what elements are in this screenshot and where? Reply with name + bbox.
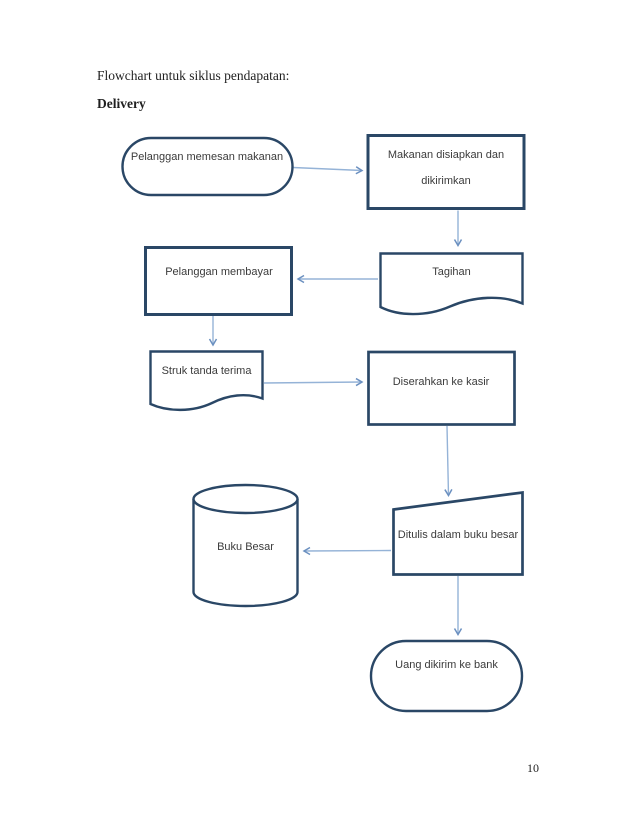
node-label-record: Ditulis dalam buku besar xyxy=(397,529,519,541)
connector-record-ledger xyxy=(302,546,392,556)
page-title: Flowchart untuk siklus pendapatan: xyxy=(97,68,290,83)
node-label-order: Pelanggan memesan makanan xyxy=(130,151,284,163)
document-shape-invoice xyxy=(379,252,524,316)
process-shape-cashier xyxy=(367,350,516,426)
section-heading: Delivery xyxy=(97,96,146,111)
node-label-ledger: Buku Besar xyxy=(217,541,274,553)
terminator-shape-bank xyxy=(369,639,524,713)
node-label-prepare: Makanan disiapkan dan dikirimkan xyxy=(387,149,505,187)
node-label-cashier: Diserahkan ke kasir xyxy=(392,376,490,388)
terminator-shape-order xyxy=(121,136,294,197)
page-number: 10 xyxy=(527,761,539,775)
node-label-invoice: Tagihan xyxy=(432,266,471,278)
process-shape-prepare xyxy=(366,134,526,210)
manual-input-shape-record xyxy=(392,490,524,576)
document-shape-receipt xyxy=(149,350,264,412)
node-label-pay: Pelanggan membayar xyxy=(165,266,273,278)
database-cylinder-top-ledger xyxy=(192,483,299,515)
connector-order-prepare xyxy=(292,166,364,175)
process-shape-pay xyxy=(144,246,293,316)
connector-cashier-record xyxy=(444,425,453,497)
database-cylinder-body-ledger xyxy=(192,499,299,608)
connector-receipt-cashier xyxy=(263,377,364,387)
node-label-receipt: Struk tanda terima xyxy=(161,365,252,377)
node-label-bank: Uang dikirim ke bank xyxy=(395,659,498,671)
